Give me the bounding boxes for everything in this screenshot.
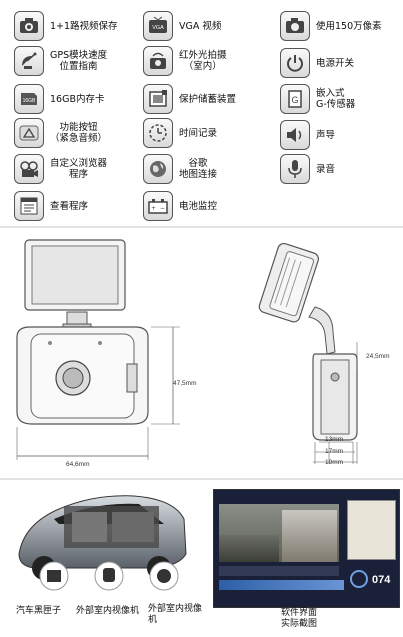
depth-dimension-2: 17mm <box>325 448 344 455</box>
section-divider <box>0 478 403 480</box>
feature-memory: 16GB 16GB内存卡 <box>14 84 104 114</box>
height-dimension: 47,5mm <box>173 380 197 387</box>
feature-label: 录音 <box>316 163 336 175</box>
film-camera-icon <box>14 154 44 184</box>
feature-time-record: 时间记录 <box>143 118 217 148</box>
feature-function-button: 功能按钮 （紧急音频） <box>14 118 107 148</box>
speed-gauge <box>350 570 368 588</box>
feature-label: GPS模块速度 位置指南 <box>50 50 108 72</box>
feature-storage-protect: 保护储蓄装置 <box>143 84 236 114</box>
feature-label: 功能按钮 （紧急音频） <box>50 122 108 144</box>
video-road <box>219 535 279 562</box>
battery-icon: +− <box>143 191 173 221</box>
infrared-camera-icon <box>143 46 173 76</box>
map-panel <box>347 500 396 560</box>
video-driver <box>282 510 337 562</box>
g-sensor-text: G <box>291 95 298 105</box>
section-divider <box>0 226 403 228</box>
feature-label: VGA 视频 <box>179 20 222 32</box>
device-side-drawing <box>258 242 358 464</box>
globe-icon <box>143 154 173 184</box>
satellite-dish-icon <box>14 46 44 76</box>
svg-text:−: − <box>160 205 165 212</box>
document-icon <box>14 191 44 221</box>
feature-label: 电池监控 <box>179 200 218 212</box>
caption-car-blackbox: 汽车黑匣子 <box>16 606 62 616</box>
feature-power: 电源开关 <box>280 48 354 78</box>
feature-vga: VGA VGA 视频 <box>143 11 221 41</box>
g-sensor-icon: G <box>280 84 310 114</box>
feature-custom-browser: 自定义浏览器 程序 <box>14 154 107 184</box>
device-front-drawing <box>16 239 180 460</box>
feature-megapixel: 使用150万像素 <box>280 11 382 41</box>
clock-icon <box>143 118 173 148</box>
feature-label: 电源开关 <box>316 57 355 69</box>
feature-label: 保护储蓄装置 <box>179 93 237 105</box>
feature-label: 时间记录 <box>179 127 218 139</box>
feature-label: 声导 <box>316 129 336 141</box>
feature-label: 红外光拍摄 （室内） <box>179 50 227 72</box>
feature-label: 使用150万像素 <box>316 20 382 32</box>
svg-text:+: + <box>151 205 156 212</box>
vga-tv-icon: VGA <box>143 11 173 41</box>
memory-card-icon: 16GB <box>14 84 44 114</box>
feature-label: 谷歌 地图连接 <box>179 158 218 180</box>
feature-label: 16GB内存卡 <box>50 93 105 105</box>
feature-infrared: 红外光拍摄 （室内） <box>143 46 227 76</box>
photo-camera-icon <box>14 11 44 41</box>
feature-label: 查看程序 <box>50 200 89 212</box>
depth-dimension-3: 19mm <box>325 459 344 466</box>
caption-ext-int-camera: 外部室内视像机 <box>76 606 140 616</box>
timeline-bar <box>219 566 339 576</box>
camera-icon <box>280 11 310 41</box>
feature-gps: GPS模块速度 位置指南 <box>14 46 107 76</box>
warning-button-icon <box>14 118 44 148</box>
feature-battery: +− 电池监控 <box>143 191 217 221</box>
depth-dimension-1: 13mm <box>325 436 344 443</box>
feature-speaker: 声导 <box>280 120 335 150</box>
feature-label: 自定义浏览器 程序 <box>50 158 108 180</box>
memory-card-text: 16GB <box>23 98 36 104</box>
width-dimension: 64,6mm <box>66 461 90 468</box>
power-icon <box>280 48 310 78</box>
feature-record-audio: 录音 <box>280 154 335 184</box>
feature-viewer: 查看程序 <box>14 191 88 221</box>
feature-label: 1+1路视频保存 <box>50 20 118 32</box>
feature-video-save: 1+1路视频保存 <box>14 11 118 41</box>
speaker-icon <box>280 120 310 150</box>
control-bar <box>219 580 344 590</box>
car-blackbox-photo <box>18 495 187 591</box>
caption-software: 软件界面 实际截图 <box>281 608 318 629</box>
vga-text: VGA <box>152 25 164 31</box>
storage-protect-icon <box>143 84 173 114</box>
depth-dimension-top: 24,5mm <box>366 353 390 360</box>
caption-ext-int-camera-2: 外部室内视像 机 <box>148 604 203 625</box>
software-screenshot: 074 <box>213 489 400 608</box>
microphone-icon <box>280 154 310 184</box>
speed-readout: 074 <box>372 574 391 586</box>
feature-label: 嵌入式 G-传感器 <box>316 88 356 110</box>
feature-google-maps: 谷歌 地图连接 <box>143 154 217 184</box>
feature-g-sensor: G 嵌入式 G-传感器 <box>280 84 355 114</box>
